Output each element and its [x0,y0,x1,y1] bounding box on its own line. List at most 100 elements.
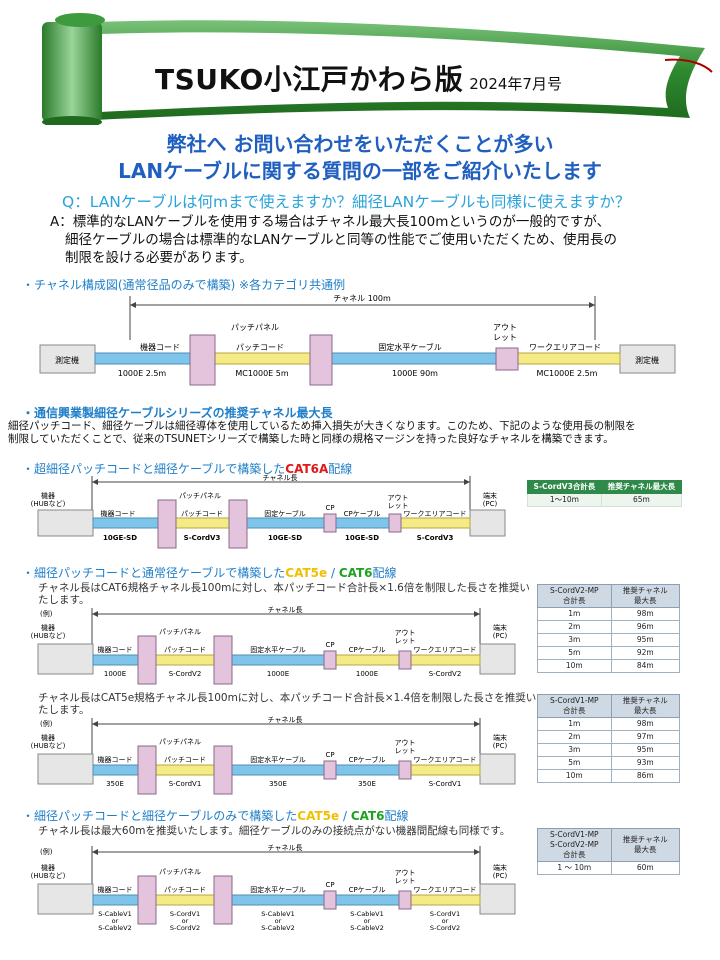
table-header: 推奨チャネル最大長 [610,828,681,862]
table-cell: 92m [610,646,681,660]
cable-name: MC1000E 5m [235,369,289,378]
cable-name: 1000E 2.5m [118,369,167,378]
equipment-cord-label: 機器コード [98,755,133,764]
cable-name: S-CableV1 [261,910,295,918]
table-cell: 65m [600,493,683,507]
section5-heading: ・細径パッチコードと細径ケーブルのみで構築したCAT5e / CAT6配線 [22,807,409,824]
outlet-label: レット [395,747,416,755]
cable-name: 1000E [104,670,126,678]
table-header: 推奨チャネル最大長 [600,480,683,494]
left-device: (HUBなど) [31,500,66,508]
answer-line: A：標準的なLANケーブルを使用する場合はチャネル最大長100mというのが一般的… [50,214,611,230]
note-line: たします。 [38,704,90,716]
channel-label: チャネル長 [268,844,303,852]
equipment-cord-label: 機器コード [140,342,180,352]
table-cell: 97m [610,730,681,744]
cable-name: S-CordV2 [169,670,202,678]
fixed-cable-label: 固定ケーブル [264,509,306,518]
cable-name: S-CordV1 [170,910,200,918]
left-device: 機器 [41,733,55,742]
patch-cord-label: パッチコード [164,886,206,894]
table-cell: 1～10m [527,493,602,507]
left-device: (HUBなど) [31,632,66,640]
horizontal-cable-label: 固定水平ケーブル [378,342,442,352]
cable-name: S-CableV1 [98,910,132,918]
table-cell: 3m [537,633,612,647]
cable-name: S-CordV3 [417,534,454,542]
table-cell: 1m [537,607,612,621]
table-cell: 1 ～ 10m [537,861,612,875]
answer: A：標準的なLANケーブルを使用する場合はチャネル最大長100mというのが一般的… [50,213,700,267]
right-device: (PC) [493,872,508,880]
table-cell: 95m [610,633,681,647]
outlet-label: レット [395,637,416,645]
horizontal-cable-label: 固定水平ケーブル [250,755,306,764]
cable-name: S-CordV1 [169,780,202,788]
equipment-cord-label: 機器コード [98,885,133,894]
work-area-label: ワークエリアコード [404,510,467,518]
cat-label: CAT6 [350,809,385,823]
heading-text: 配線 [384,809,409,823]
equipment-cord-label: 機器コード [101,509,136,518]
horizontal-cable-label: 固定水平ケーブル [250,645,306,654]
table-cell: 86m [610,769,681,783]
outlet-label: レット [388,502,409,510]
table-cell: 96m [610,620,681,634]
cable-name: S-CableV1 [350,910,384,918]
cable-name: S-CordV2 [170,924,200,932]
cable-name: 1000E 90m [392,369,438,378]
answer-line: 制限を設ける必要があります。 [65,250,253,266]
cat-label: CAT5e [297,809,340,823]
cp-cable-label: CPケーブル [349,885,386,894]
cable-name: 10GE-SD [103,534,137,542]
note-line: たします。 [38,594,90,606]
heading-sep: / [327,566,339,580]
channel-diagram-cat5e: (例) チャネル長 機器 (HUBなど) 端末 (PC) 機器コード パッチパネ… [31,716,516,795]
cat-label: CAT6A [285,462,329,476]
section4-heading: ・細径パッチコードと通常径ケーブルで構築したCAT5e / CAT6配線 [22,564,397,581]
title-text: TSUKO小江戸かわら版 [155,63,464,96]
left-device: (HUBなど) [31,742,66,750]
channel-diagram-cat6a: チャネル長 機器 (HUBなど) 端末 (PC) 機器コード パッチパネル パッ… [31,474,506,549]
left-device: 機器 [41,491,55,500]
section5-note: チャネル長は最大60mを推奨いたします。細径ケーブルのみの接続点がない機器間配線… [38,825,511,837]
channel-diagram-cat6: (例) チャネル長 機器 (HUBなど) 端末 (PC) 機器コード パッチパネ… [31,606,516,685]
table-cell: 98m [610,717,681,731]
equipment-cord-label: 機器コード [98,645,133,654]
cable-name: or [112,917,119,925]
right-device: 端末 [483,491,497,500]
table-cell: 10m [537,769,612,783]
cable-name: S-CordV2 [430,924,460,932]
cp-label: CP [325,751,334,759]
right-device: 測定機 [635,355,659,365]
table-cell: 93m [610,756,681,770]
right-device: (PC) [493,632,508,640]
cable-name: S-CordV1 [430,910,460,918]
right-device: (PC) [483,500,498,508]
cable-name: 1000E [267,670,289,678]
answer-line: 細径ケーブルの場合は標準的なLANケーブルと同等の性能でご使用いただくため、使用… [65,232,618,248]
cp-label: CP [325,881,334,889]
example-label: (例) [40,609,53,618]
table-cell: 84m [610,659,681,673]
heading-text: 配線 [372,566,397,580]
table-cell: 2m [537,730,612,744]
note-line: チャネル長はCAT6規格チャネル長100mに対し、本パッチコード合計長×1.6倍… [38,582,530,594]
left-device: 機器 [41,623,55,632]
work-area-label: ワークエリアコード [414,756,477,764]
scroll-banner [42,13,713,125]
outlet-label: アウト [395,629,416,637]
cp-label: CP [325,641,334,649]
work-area-label: ワークエリアコード [529,343,601,352]
left-device: 測定機 [55,355,79,365]
patch-cord-label: パッチコード [164,646,206,654]
patch-panel-label: パッチパネル [159,628,201,636]
right-device: 端末 [493,623,507,632]
patch-cord-label: パッチコード [236,343,284,352]
heading-text: ・細径パッチコードと細径ケーブルのみで構築した [22,809,298,823]
